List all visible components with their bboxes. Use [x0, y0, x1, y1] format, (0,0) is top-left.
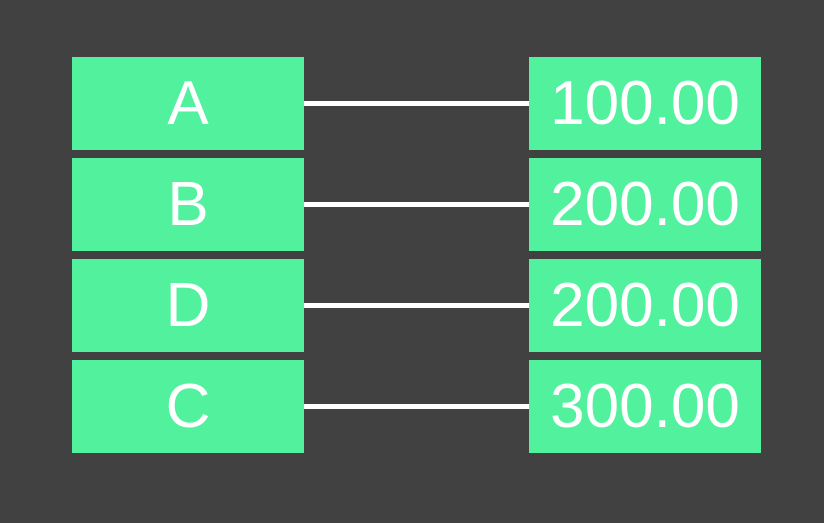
value-box: 100.00	[529, 57, 761, 150]
key-box: B	[72, 158, 304, 251]
mapping-row: D 200.00	[72, 259, 761, 352]
key-label: D	[165, 270, 211, 340]
key-label: B	[167, 169, 209, 239]
value-label: 100.00	[550, 68, 740, 138]
key-label: A	[167, 68, 209, 138]
mapping-row: C 300.00	[72, 360, 761, 453]
key-box: C	[72, 360, 304, 453]
connector-line	[304, 101, 529, 106]
value-box: 200.00	[529, 158, 761, 251]
connector-line	[304, 303, 529, 308]
value-box: 200.00	[529, 259, 761, 352]
value-label: 200.00	[550, 270, 740, 340]
key-box: D	[72, 259, 304, 352]
value-label: 200.00	[550, 169, 740, 239]
mapping-row: A 100.00	[72, 57, 761, 150]
key-box: A	[72, 57, 304, 150]
connector-line	[304, 202, 529, 207]
connector-line	[304, 404, 529, 409]
value-box: 300.00	[529, 360, 761, 453]
key-label: C	[165, 371, 211, 441]
mapping-row: B 200.00	[72, 158, 761, 251]
value-label: 300.00	[550, 371, 740, 441]
